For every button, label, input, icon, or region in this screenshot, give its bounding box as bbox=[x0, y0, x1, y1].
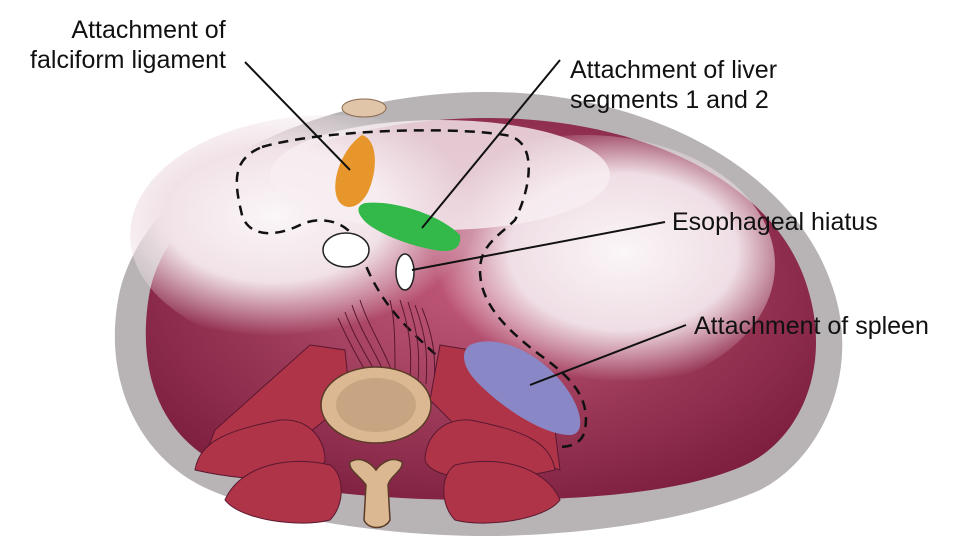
spleen-label: Attachment of spleen bbox=[694, 312, 929, 340]
esophageal-hiatus-label: Esophageal hiatus bbox=[672, 208, 878, 236]
liver-segments-label-line2: segments 1 and 2 bbox=[570, 86, 769, 114]
falciform-label-line2: falciform ligament bbox=[30, 46, 226, 74]
falciform-label-line1: Attachment of bbox=[71, 16, 225, 44]
esophageal-hiatus-opening bbox=[396, 254, 414, 290]
liver-segments-label-line1: Attachment of liver bbox=[570, 56, 777, 84]
caval-foramen bbox=[323, 233, 369, 267]
falciform-label: Attachment of falciform ligament bbox=[30, 16, 233, 74]
liver-segments-label: Attachment of liver segments 1 and 2 bbox=[570, 56, 784, 114]
vertebral-cancellous bbox=[336, 378, 416, 432]
sternum bbox=[342, 99, 386, 117]
